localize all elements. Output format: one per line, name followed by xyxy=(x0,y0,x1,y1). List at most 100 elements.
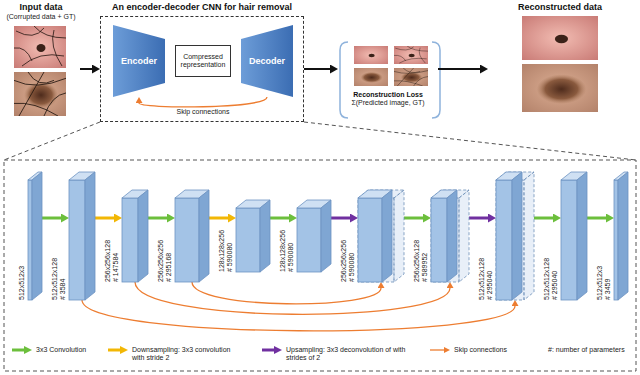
trapezoid xyxy=(241,25,293,97)
layer-label: 256x256x256# 295168 xyxy=(157,240,173,282)
feature-map-block: 512x512x128# 3584 xyxy=(69,172,95,300)
layer-label: 256x256x128# 589952 xyxy=(413,240,429,282)
legend-line xyxy=(12,349,24,352)
feature-map-block: 128x128x256# 590080 xyxy=(297,200,331,272)
layer-label: 512x512x128# 295040 xyxy=(478,258,494,300)
param-count: # 295168 xyxy=(165,240,173,282)
note-label: #: number of parameters xyxy=(548,346,625,354)
legend-sample xyxy=(108,346,128,354)
legend-item: Upsampling: 3x3 deconvolution of with st… xyxy=(262,346,406,362)
block-shape xyxy=(614,172,628,300)
concat-side xyxy=(394,190,404,282)
block-front xyxy=(431,198,447,282)
box-label: Compressed representation xyxy=(178,53,228,69)
legend-item: Downsampling: 3x3 convolution with strid… xyxy=(108,346,236,362)
layer-label: 128x128x256# 590080 xyxy=(279,230,295,272)
detail-panel xyxy=(4,160,636,371)
legend-text: 3x3 Convolution xyxy=(36,346,86,354)
block-side xyxy=(138,190,148,282)
zoom-line xyxy=(4,122,100,160)
layer-label: 256x256x128# 147584 xyxy=(104,240,120,282)
legend-sample xyxy=(262,346,282,354)
block-side xyxy=(321,200,331,272)
feature-map-block: 512x512x128# 295040 xyxy=(496,172,534,300)
ground-truth-image xyxy=(394,68,428,86)
block-front xyxy=(297,208,321,272)
text-stack: An encoder-decoder CNN for hair removal xyxy=(87,2,317,13)
legend-head xyxy=(274,346,282,354)
predicted-image xyxy=(354,68,388,86)
tensor-size: 256x256x256 xyxy=(340,240,348,282)
block-front xyxy=(122,198,138,282)
block-label: Decoder xyxy=(249,56,285,67)
block-side xyxy=(382,190,392,282)
flow-arrow xyxy=(587,217,606,220)
block-front xyxy=(28,180,32,300)
text-stack: Reconstruction LossΣ(Predicted image, GT… xyxy=(338,90,438,107)
output-data-group: Reconstructed data xyxy=(488,2,632,118)
block-shape xyxy=(28,172,42,300)
legend-item: Skip connections xyxy=(430,346,507,354)
flow-arrow xyxy=(534,217,553,220)
block-label: Encoder xyxy=(121,56,157,67)
flow-arrow xyxy=(80,68,92,70)
flow-arrow xyxy=(95,217,114,220)
block-side xyxy=(260,200,270,272)
node-label: Σ(Predicted image, GT) xyxy=(351,99,424,107)
legend-text: Skip connections xyxy=(454,346,507,354)
flow-arrow xyxy=(469,217,488,220)
ground-truth-image xyxy=(394,46,428,64)
output-image xyxy=(522,16,598,60)
text-stack: Reconstructed data xyxy=(488,2,632,13)
network-region: An encoder-decoder CNN for hair removalE… xyxy=(100,16,304,122)
flow-arrow xyxy=(270,217,289,220)
param-count: # 3584 xyxy=(59,258,67,300)
concat-side xyxy=(524,172,534,300)
block-front xyxy=(236,208,260,272)
tensor-size: 256x256x128 xyxy=(413,240,421,282)
block-front xyxy=(496,180,512,300)
block-side xyxy=(618,172,628,300)
concat-side xyxy=(459,190,469,282)
tensor-size: 512x512x3 xyxy=(596,266,604,300)
latent-box: Compressed representation xyxy=(175,45,231,77)
skip-connection xyxy=(139,97,267,107)
param-count: # 590080 xyxy=(348,240,356,282)
tensor-size: 256x256x256 xyxy=(157,240,165,282)
block-shape xyxy=(122,190,148,282)
text-holder: Encoder xyxy=(113,25,165,97)
layer-label: 256x256x256# 590080 xyxy=(340,240,356,282)
block-front xyxy=(69,180,85,300)
layer-label: 128x128x256# 590080 xyxy=(218,230,234,272)
tensor-size: 512x512x128 xyxy=(543,258,551,300)
flow-arrow xyxy=(148,217,167,220)
param-count: # 147584 xyxy=(112,240,120,282)
param-count: # 295040 xyxy=(486,258,494,300)
feature-map-block: 512x512x128# 295040 xyxy=(561,172,587,300)
layer-label: 512x512x128# 3584 xyxy=(51,258,67,300)
legend-item: 3x3 Convolution xyxy=(12,346,86,354)
bracket xyxy=(432,42,440,118)
output-image xyxy=(522,64,598,112)
predicted-image xyxy=(354,46,388,64)
param-count: # 295040 xyxy=(551,258,559,300)
param-count: # 589952 xyxy=(421,240,429,282)
block-front xyxy=(614,180,618,300)
feature-map-block: 256x256x128# 589952 xyxy=(431,190,469,282)
feature-map-block: 256x256x256# 295168 xyxy=(175,190,209,282)
block-shape xyxy=(496,172,534,300)
block-shape xyxy=(175,190,209,282)
block-side xyxy=(85,172,95,300)
legend-head xyxy=(120,346,128,354)
block-front xyxy=(561,180,577,300)
param-count: # 590080 xyxy=(226,230,234,272)
legend-text: Downsampling: 3x3 convolution with strid… xyxy=(132,346,236,362)
input-data-group: Input data(Corrupted data + GT) xyxy=(2,2,80,120)
block-front xyxy=(358,198,382,282)
block-side xyxy=(32,172,42,300)
block-shape xyxy=(69,172,95,300)
block-side xyxy=(199,190,209,282)
